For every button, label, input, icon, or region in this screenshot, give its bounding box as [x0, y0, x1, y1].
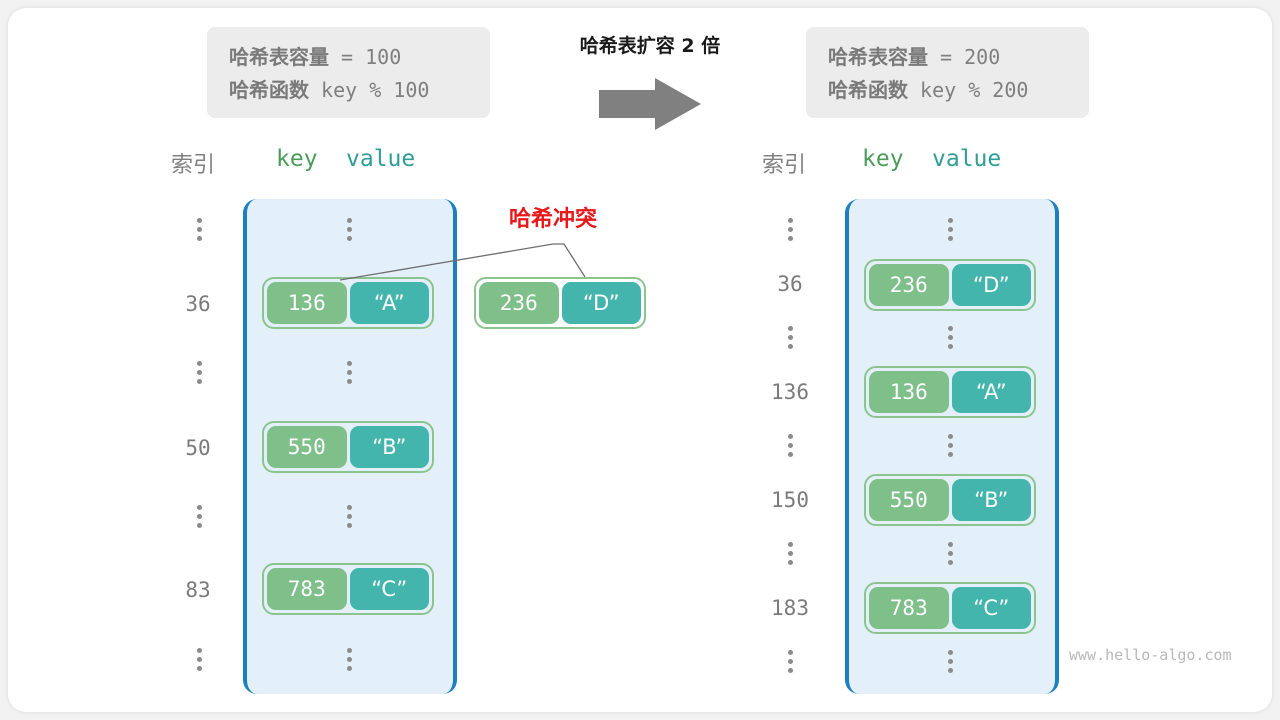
- right-pair-150[interactable]: 550 “B”: [864, 474, 1036, 526]
- info-hashfn-value-after: key % 200: [908, 78, 1029, 102]
- right-cell-dots-3: [945, 542, 955, 568]
- right-cell-dots-0: [945, 218, 955, 244]
- left-pair-36[interactable]: 136 “A”: [262, 277, 434, 329]
- right-pair-136-key: 136: [869, 371, 949, 413]
- left-index-1: 50: [185, 436, 211, 460]
- info-hashfn-value-before: key % 100: [309, 78, 430, 102]
- info-capacity-value-before: = 100: [329, 45, 402, 69]
- collision-overflow-value: “D”: [561, 282, 641, 324]
- right-pair-183-key: 783: [869, 587, 949, 629]
- right-arrow-icon: [599, 78, 701, 130]
- right-pair-36-value: “D”: [951, 264, 1031, 306]
- left-index-dots-3: [194, 648, 204, 674]
- right-cell-dots-4: [945, 650, 955, 676]
- left-cell-dots-2: [344, 505, 354, 531]
- right-pair-183-value: “C”: [951, 587, 1031, 629]
- left-pair-50-key: 550: [267, 426, 347, 468]
- info-capacity-value-after: = 200: [928, 45, 1001, 69]
- left-pair-50[interactable]: 550 “B”: [262, 421, 434, 473]
- right-pair-36-key: 236: [869, 264, 949, 306]
- collision-overflow-key: 236: [479, 282, 559, 324]
- right-pair-136-value: “A”: [951, 371, 1031, 413]
- right-pair-150-value: “B”: [951, 479, 1031, 521]
- info-hashfn-label-after: 哈希函数: [828, 78, 908, 102]
- right-index-dots-3: [785, 542, 795, 568]
- right-index-dots-1: [785, 326, 795, 352]
- left-index-2: 83: [185, 578, 211, 602]
- right-pair-36[interactable]: 236 “D”: [864, 259, 1036, 311]
- info-line-capacity-before: 哈希表容量 = 100: [229, 41, 468, 74]
- left-pair-83[interactable]: 783 “C”: [262, 563, 434, 615]
- right-header-key: key: [862, 146, 904, 172]
- left-cell-dots-0: [344, 218, 354, 244]
- info-line-capacity-after: 哈希表容量 = 200: [828, 41, 1067, 74]
- left-header-key: key: [276, 146, 318, 172]
- right-index-2: 150: [771, 488, 809, 512]
- diagram-card: [8, 8, 1272, 712]
- left-pair-36-key: 136: [267, 282, 347, 324]
- info-box-before: 哈希表容量 = 100 哈希函数 key % 100: [207, 27, 490, 118]
- right-header-value: value: [932, 146, 1002, 172]
- right-index-1: 136: [771, 380, 809, 404]
- diagram-title: 哈希表扩容 2 倍: [579, 35, 721, 57]
- right-index-dots-4: [785, 650, 795, 676]
- left-header-value: value: [346, 146, 416, 172]
- left-pair-50-value: “B”: [349, 426, 429, 468]
- left-index-dots-1: [194, 361, 204, 387]
- right-index-dots-2: [785, 434, 795, 460]
- left-index-dots-0: [194, 218, 204, 244]
- info-capacity-label-after: 哈希表容量: [828, 45, 928, 69]
- right-cell-dots-2: [945, 434, 955, 460]
- info-line-hashfn-after: 哈希函数 key % 200: [828, 74, 1067, 107]
- right-pair-183[interactable]: 783 “C”: [864, 582, 1036, 634]
- info-line-hashfn-before: 哈希函数 key % 100: [229, 74, 468, 107]
- info-box-after: 哈希表容量 = 200 哈希函数 key % 200: [806, 27, 1089, 118]
- watermark: www.hello-algo.com: [1069, 646, 1232, 664]
- right-header-index: 索引: [762, 153, 807, 178]
- left-header-index: 索引: [171, 153, 216, 178]
- right-cell-dots-1: [945, 326, 955, 352]
- right-index-0: 36: [777, 272, 803, 296]
- left-cell-dots-3: [344, 648, 354, 674]
- right-pair-150-key: 550: [869, 479, 949, 521]
- left-pair-83-value: “C”: [349, 568, 429, 610]
- collision-label: 哈希冲突: [508, 207, 597, 232]
- right-index-3: 183: [771, 596, 809, 620]
- right-index-dots-0: [785, 218, 795, 244]
- left-pair-36-value: “A”: [349, 282, 429, 324]
- right-pair-136[interactable]: 136 “A”: [864, 366, 1036, 418]
- info-hashfn-label-before: 哈希函数: [229, 78, 309, 102]
- left-index-0: 36: [185, 292, 211, 316]
- left-index-dots-2: [194, 505, 204, 531]
- info-capacity-label-before: 哈希表容量: [229, 45, 329, 69]
- collision-overflow-pair[interactable]: 236 “D”: [474, 277, 646, 329]
- left-pair-83-key: 783: [267, 568, 347, 610]
- left-cell-dots-1: [344, 361, 354, 387]
